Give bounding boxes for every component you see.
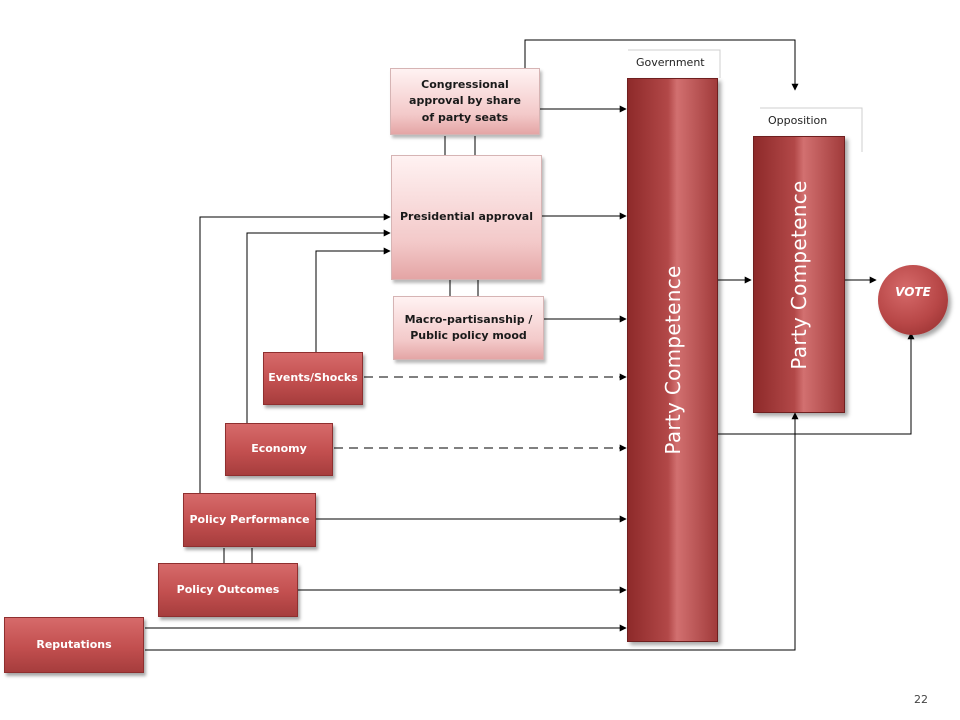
reputations-box: Reputations bbox=[4, 617, 144, 673]
opposition-party-competence-label: Party Competence bbox=[787, 179, 811, 370]
opposition-party-competence-bar: Party Competence bbox=[753, 136, 845, 413]
arrow-performance-to-presidential bbox=[199, 213, 391, 493]
arrow-economy-to-presidential bbox=[246, 229, 391, 423]
presidential-approval-text: Presidential approval bbox=[400, 210, 533, 224]
arrow-congress-to-opposition bbox=[524, 39, 799, 91]
government-party-competence-label: Party Competence bbox=[660, 265, 685, 455]
reputations-text: Reputations bbox=[36, 637, 112, 651]
presidential-approval-box: Presidential approval bbox=[391, 155, 542, 280]
arrow-reputations-to-opposition bbox=[145, 412, 799, 651]
government-label: Government bbox=[636, 56, 705, 69]
macro-partisanship-text: Macro-partisanship / Public policy mood bbox=[404, 312, 533, 343]
government-party-competence-bar: Party Competence bbox=[627, 78, 718, 642]
macro-partisanship-box: Macro-partisanship / Public policy mood bbox=[393, 296, 544, 360]
government-frame bbox=[628, 49, 721, 78]
events-shocks-box: Events/Shocks bbox=[263, 352, 363, 405]
policy-outcomes-text: Policy Outcomes bbox=[176, 582, 280, 596]
economy-box: Economy bbox=[225, 423, 333, 476]
congressional-approval-box: Congressional approval by share of party… bbox=[390, 68, 540, 135]
opposition-frame bbox=[760, 107, 863, 152]
policy-outcomes-box: Policy Outcomes bbox=[158, 563, 298, 617]
arrow-events-to-presidential bbox=[315, 247, 391, 352]
congressional-approval-text: Congressional approval by share of party… bbox=[409, 77, 521, 124]
policy-performance-box: Policy Performance bbox=[183, 493, 316, 547]
vote-label: VOTE bbox=[895, 285, 931, 299]
economy-text: Economy bbox=[251, 442, 307, 456]
events-shocks-text: Events/Shocks bbox=[268, 371, 358, 385]
page-number: 22 bbox=[914, 693, 928, 706]
policy-performance-text: Policy Performance bbox=[189, 512, 310, 526]
opposition-label: Opposition bbox=[768, 114, 828, 127]
arrow-government-to-vote bbox=[718, 332, 915, 435]
vote-circle: VOTE bbox=[878, 265, 948, 335]
